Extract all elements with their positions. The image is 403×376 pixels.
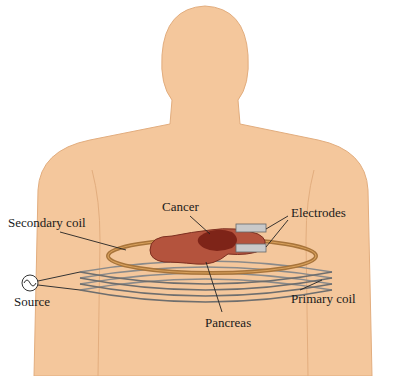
electrode	[236, 224, 266, 232]
leader-line	[60, 216, 322, 312]
part-label: Source	[14, 295, 50, 309]
part-label: Cancer	[162, 200, 199, 214]
pancreas	[150, 229, 265, 265]
ac-source	[22, 272, 80, 291]
part-label: Pancreas	[205, 316, 251, 330]
part-label: Electrodes	[291, 206, 346, 220]
electrode	[236, 244, 266, 252]
part-label: Secondary coil	[8, 216, 86, 230]
cancer	[198, 230, 237, 251]
part-label: Primary coil	[291, 292, 356, 306]
